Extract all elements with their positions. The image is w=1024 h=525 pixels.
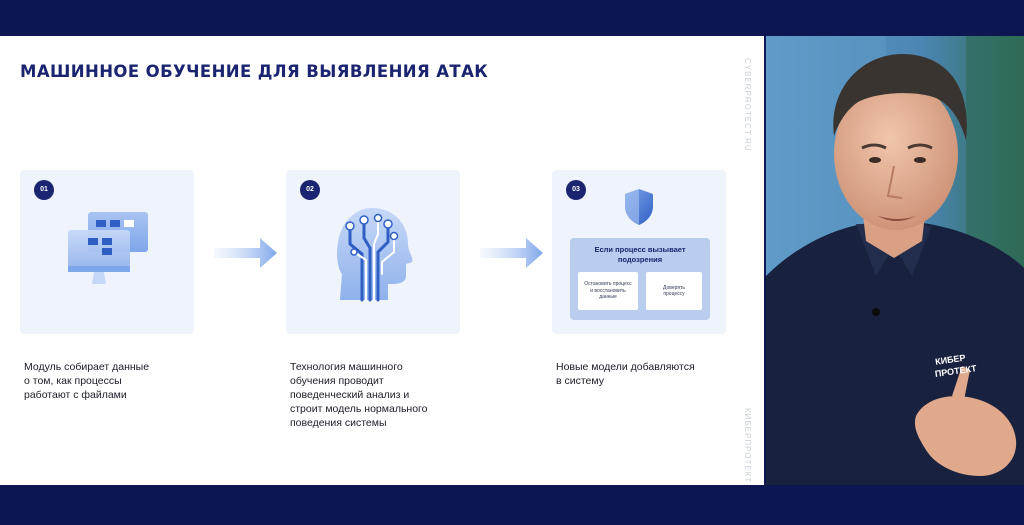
ai-head-icon [337,208,413,302]
step-card-3: 03 Если процесс вызывает подозрения Оста… [552,170,726,334]
presentation-slide: МАШИННОЕ ОБУЧЕНИЕ ДЛЯ ВЫЯВЛЕНИЯ АТАК CYB… [0,36,764,485]
step-description-1: Модуль собирает данные о том, как процес… [24,361,150,401]
step-card-1: 01 [20,170,194,334]
speaker-video: КИБЕР ПРОТЕКТ [766,36,1024,485]
step-description-3: Новые модели добавляются в систему [556,361,695,387]
svg-text:КИБЕР: КИБЕР [935,353,967,367]
side-copyright-text: КИБЕРПРОТЕКТ 2024 [743,408,752,485]
stop-and-restore-option: Остановить процесс и восстановить данные [578,272,638,310]
step-badge-1: 01 [34,180,54,200]
folders-monitor-icon [68,212,148,284]
arrow-icon-2 [480,238,543,268]
trust-process-option: Доверять процессу [646,272,702,310]
step-badge-2: 02 [300,180,320,200]
suspicion-panel: Если процесс вызывает подозрения Останов… [570,238,710,320]
slide-title: МАШИННОЕ ОБУЧЕНИЕ ДЛЯ ВЫЯВЛЕНИЯ АТАК [20,62,489,81]
step-card-2: 02 [286,170,460,334]
suspicion-panel-title: Если процесс вызывает подозрения [594,245,686,264]
speaker-image: КИБЕР ПРОТЕКТ [766,36,1024,485]
step-description-2: Технология машинного обучения проводит п… [290,361,428,429]
shield-icon [625,189,653,225]
arrow-icon-1 [214,238,277,268]
step-badge-3: 03 [566,180,586,200]
side-url-text: CYBERPROTECT.RU [743,58,752,152]
